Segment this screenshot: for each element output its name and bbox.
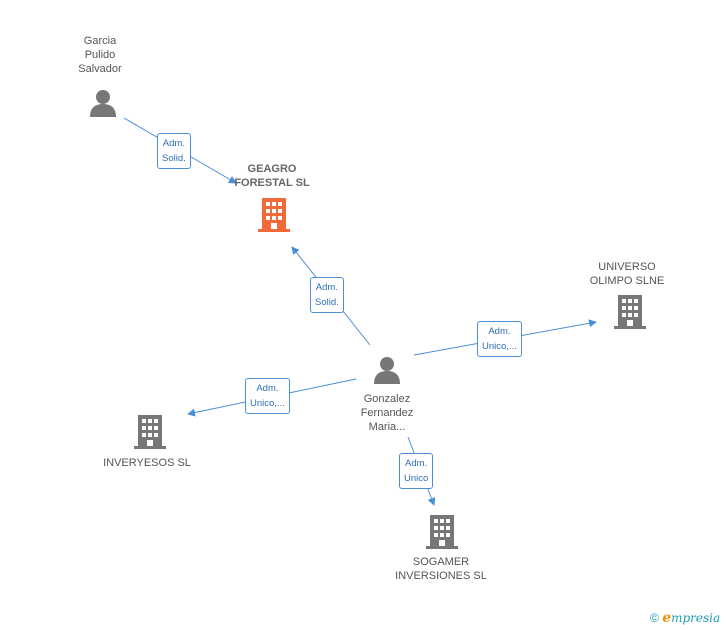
node-label-gonzalez[interactable]: Gonzalez Fernandez Maria... xyxy=(347,392,427,434)
footer-branding: © empresia xyxy=(650,610,720,626)
brand-name: mpresia xyxy=(671,611,721,625)
relation-badge-gonzalez-sogamer[interactable]: Adm. Unico xyxy=(399,453,434,489)
relation-line: Adm. xyxy=(162,138,185,149)
building-icon[interactable] xyxy=(425,514,459,550)
relation-badge-gonzalez-universo[interactable]: Adm. Unico,... xyxy=(477,321,522,357)
node-label-line: FORESTAL SL xyxy=(234,177,310,189)
relation-line: Adm. xyxy=(405,458,428,469)
node-label-line: Pulido xyxy=(84,49,116,61)
node-label-line: Gonzalez xyxy=(363,393,411,405)
relation-badge-garcia-geagro[interactable]: Adm. Solid. xyxy=(157,133,191,169)
building-icon[interactable] xyxy=(613,294,647,330)
node-label-line: UNIVERSO xyxy=(598,261,656,273)
node-label-universo[interactable]: UNIVERSO OLIMPO SLNE xyxy=(577,260,677,288)
relation-line: Unico,... xyxy=(482,341,517,352)
brand-logo[interactable]: empresia xyxy=(662,610,721,626)
relation-line: Adm. xyxy=(488,326,511,337)
node-label-line: INVERYESOS SL xyxy=(103,457,191,469)
node-label-garcia[interactable]: Garcia Pulido Salvador xyxy=(60,34,140,76)
copyright-icon: © xyxy=(650,611,659,625)
node-label-line: Salvador xyxy=(78,63,122,75)
relation-badge-gonzalez-inveryesos[interactable]: Adm. Unico,... xyxy=(245,378,290,414)
relation-line: Adm. xyxy=(315,282,338,293)
node-label-line: Garcia xyxy=(83,35,117,47)
node-label-inveryesos[interactable]: INVERYESOS SL xyxy=(97,456,197,470)
relation-line: Adm. xyxy=(256,383,279,394)
node-label-geagro[interactable]: GEAGRO FORESTAL SL xyxy=(222,162,322,190)
person-icon[interactable] xyxy=(88,88,118,118)
building-icon[interactable] xyxy=(133,414,167,450)
building-icon[interactable] xyxy=(257,197,291,233)
relation-line: Unico xyxy=(404,473,429,484)
node-label-line: GEAGRO xyxy=(247,163,297,175)
brand-initial: e xyxy=(662,610,672,626)
relation-badge-gonzalez-geagro[interactable]: Adm. Solid. xyxy=(310,277,344,313)
node-label-line: OLIMPO SLNE xyxy=(589,275,665,287)
node-label-line: Maria... xyxy=(368,421,406,433)
relation-line: Unico,... xyxy=(250,398,285,409)
relation-line: Solid. xyxy=(315,297,339,308)
node-label-line: SOGAMER xyxy=(412,556,470,568)
node-label-line: INVERSIONES SL xyxy=(395,570,487,582)
node-label-line: Fernandez xyxy=(360,407,414,419)
node-label-sogamer[interactable]: SOGAMER INVERSIONES SL xyxy=(389,555,493,583)
person-icon[interactable] xyxy=(372,355,402,385)
relation-line: Solid. xyxy=(162,153,186,164)
